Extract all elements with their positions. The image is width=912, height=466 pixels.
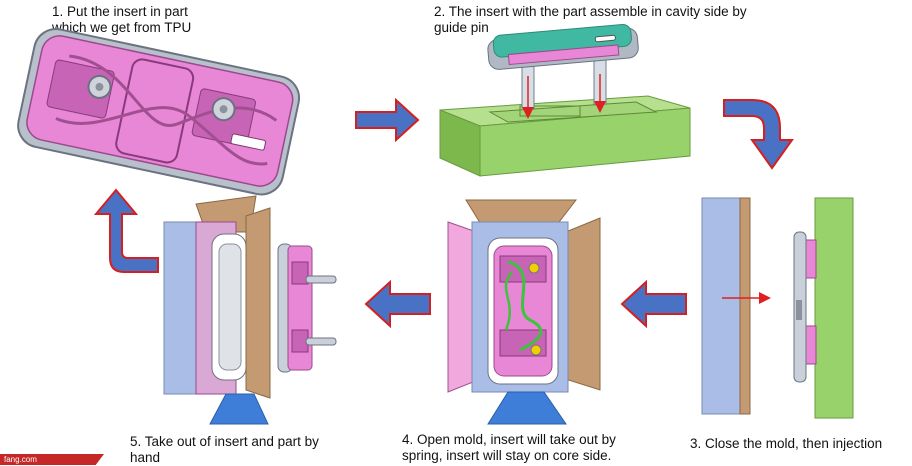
step-1-illustration [17,28,301,196]
flow-arrow-4-to-5 [364,279,431,329]
step-3-illustration [701,197,854,419]
watermark: fang.com [0,454,104,465]
step-5-caption: 5. Take out of insert and part by hand [130,434,319,465]
step-4-illustration [447,199,601,425]
step-3-caption: 3. Close the mold, then injection [690,436,883,451]
step-2-illustration [439,23,691,177]
step-5-illustration [163,195,337,425]
step-2-caption: 2. The insert with the part assemble in … [434,4,747,35]
flow-arrow-2-to-3 [723,99,794,170]
flow-arrow-1-to-2 [355,97,420,143]
flow-arrow-3-to-4 [620,279,687,329]
flow-arrow-5-to-1 [93,188,159,273]
step-4-caption: 4. Open mold, insert will take out by sp… [402,432,616,463]
